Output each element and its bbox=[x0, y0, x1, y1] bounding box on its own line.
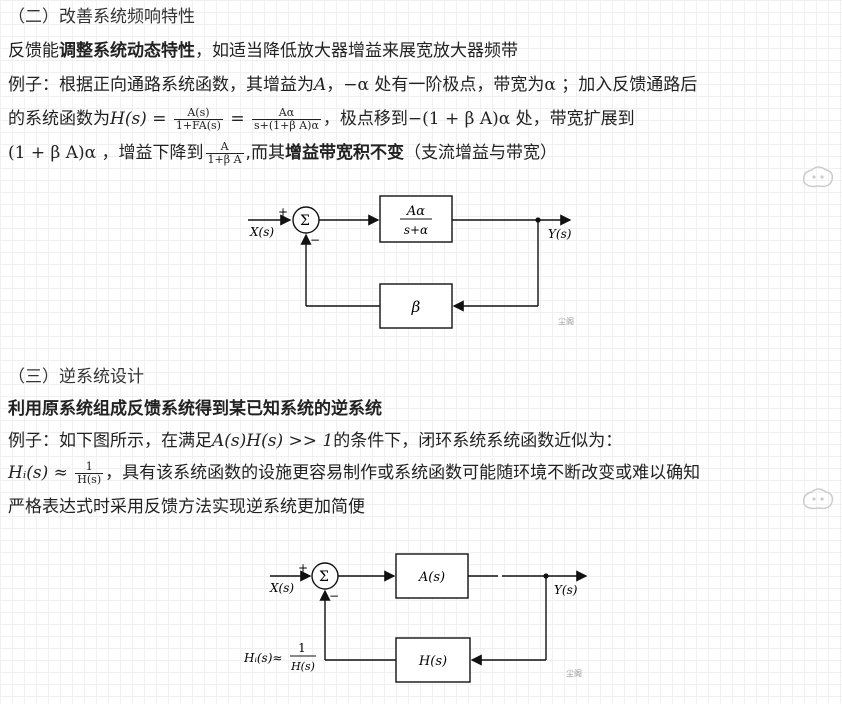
text: ,而其 bbox=[245, 143, 285, 163]
text: 处，带宽扩展到 bbox=[510, 109, 635, 129]
forward-label: A(s) bbox=[418, 570, 445, 585]
plus-sign: + bbox=[298, 561, 308, 575]
text: 的系统函数为 bbox=[8, 109, 110, 129]
math-neg-alpha: −α bbox=[343, 75, 370, 95]
hi-den: H(s) bbox=[290, 660, 315, 673]
text: ，具有该系统函数的设施更容易制作或系统函数可能随环境不断改变或难以确知 bbox=[105, 463, 701, 483]
input-label: X(s) bbox=[269, 581, 294, 595]
math-alpha: α bbox=[544, 75, 556, 95]
text: 例子：根据正向通路系统函数，其增益为 bbox=[8, 75, 314, 95]
math-H: H(s) = bbox=[110, 109, 172, 129]
frac-num: 1 bbox=[75, 460, 104, 474]
section2-line1: 反馈能调整系统动态特性，如适当降低放大器增益来展宽放大器频带 bbox=[8, 40, 518, 62]
text: 处有一阶极点，带宽为 bbox=[369, 75, 545, 95]
diagram-watermark: 尘阁 bbox=[558, 316, 574, 326]
math-Hi: Hᵢ(s) ≈ bbox=[8, 463, 74, 483]
output-label: Y(s) bbox=[554, 583, 578, 597]
forward-den: s+α bbox=[404, 223, 428, 237]
bold-text: 增益带宽积不变 bbox=[284, 143, 404, 163]
math-eq: = bbox=[224, 109, 251, 129]
text: 的条件下，闭环系统系统函数近似为： bbox=[333, 431, 623, 451]
feedback-block bbox=[395, 637, 471, 683]
section3-line4: 严格表达式时采用反馈方法实现逆系统更加简便 bbox=[8, 497, 365, 517]
hi-label: Hᵢ(s)≈ bbox=[243, 651, 282, 665]
text: ，极点移到 bbox=[322, 109, 408, 129]
diagram-watermark: 尘阁 bbox=[566, 668, 582, 678]
bold-text: 调整系统动态特性 bbox=[59, 41, 195, 61]
frac-den: H(s) bbox=[77, 472, 102, 486]
feedback-label: β bbox=[411, 298, 421, 316]
fraction-1: A(s)1+FA(s) bbox=[173, 106, 223, 132]
math-A: A bbox=[314, 75, 327, 95]
section3-example: 例子：如下图所示，在满足A(s)H(s) >> 1的条件下，闭环系统系统函数近似… bbox=[8, 430, 622, 452]
frac-num: Aα bbox=[252, 106, 321, 120]
text: （支流增益与带宽） bbox=[403, 143, 557, 163]
feedback-diagram-2: X(s) + Σ − A(s) Y(s) H(s) Hᵢ(s)≈ 1 H(s) … bbox=[240, 544, 600, 698]
watermark-icon bbox=[800, 484, 836, 516]
section3-bold-line: 利用原系统组成反馈系统得到某已知系统的逆系统 bbox=[8, 399, 382, 419]
feedback-diagram-1: X(s) + Σ − Aα s+α Y(s) β 尘阁 bbox=[240, 188, 600, 342]
sigma-symbol: Σ bbox=[300, 213, 310, 229]
input-label: X(s) bbox=[249, 225, 274, 239]
frac-den: 1+FA(s) bbox=[175, 118, 221, 132]
watermark-icon bbox=[800, 162, 836, 194]
math-pole: −(1 + β A)α bbox=[407, 109, 511, 129]
frac-den: s+(1+β A)α bbox=[254, 118, 319, 132]
minus-sign: − bbox=[310, 233, 320, 247]
frac-num: A(s) bbox=[173, 106, 223, 120]
output-label: Y(s) bbox=[548, 227, 572, 241]
section3-heading: （三）逆系统设计 bbox=[8, 367, 144, 387]
math-bandwidth: (1 + β A)α bbox=[8, 143, 97, 163]
text: ；加入反馈通路后 bbox=[555, 75, 698, 95]
text: ，如适当降低放大器增益来展宽放大器频带 bbox=[195, 41, 518, 61]
forward-num: Aα bbox=[406, 204, 425, 219]
section2-example: 例子：根据正向通路系统函数，其增益为A，−α 处有一阶极点，带宽为α ；加入反馈… bbox=[8, 74, 697, 96]
text: ， bbox=[326, 75, 344, 95]
forward-block bbox=[395, 553, 469, 599]
minus-sign: − bbox=[329, 589, 339, 603]
text: ，增益下降到 bbox=[96, 143, 204, 163]
frac-den: 1+β A bbox=[207, 152, 242, 166]
frac-num: A bbox=[205, 140, 244, 154]
sigma-symbol: Σ bbox=[319, 569, 329, 585]
text: 反馈能 bbox=[8, 41, 59, 61]
math-condition: A(s)H(s) >> 1 bbox=[212, 431, 334, 451]
section2-heading: （二）改善系统频响特性 bbox=[8, 7, 195, 27]
text: 例子：如下图所示，在满足 bbox=[8, 431, 212, 451]
feedback-label: H(s) bbox=[418, 654, 447, 669]
hi-num: 1 bbox=[298, 641, 306, 655]
plus-sign: + bbox=[278, 205, 288, 219]
